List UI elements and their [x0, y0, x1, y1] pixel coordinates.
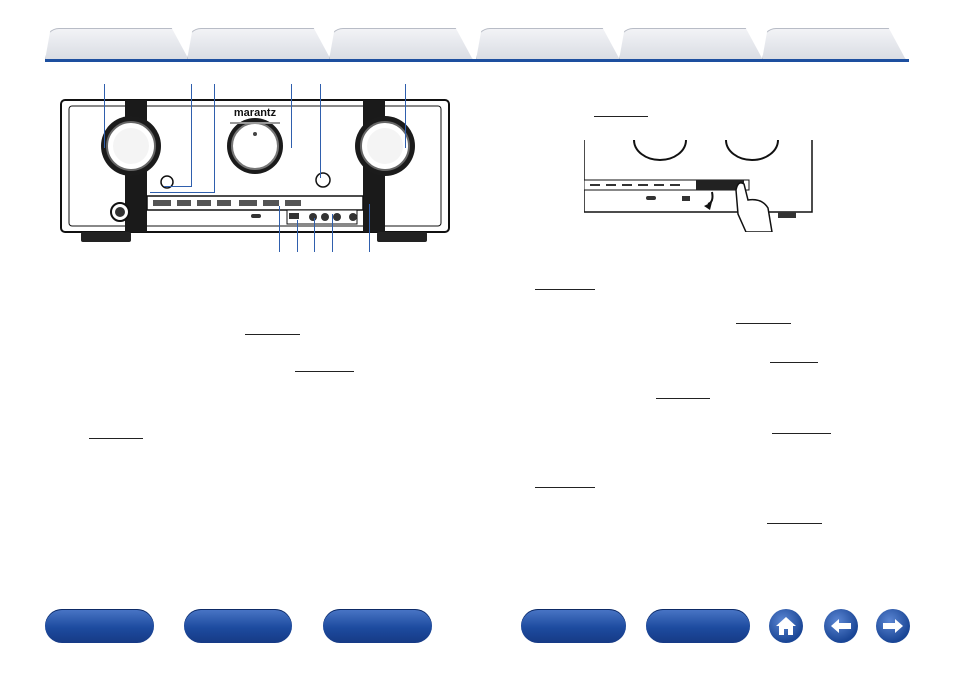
home-button[interactable] [769, 609, 803, 643]
link-underline[interactable] [245, 334, 300, 335]
front-panel-illustration: marantz [60, 99, 450, 242]
tab-underline [45, 59, 909, 62]
door-opening-illustration [584, 140, 813, 232]
callout-line [297, 220, 298, 252]
hand-pointer-icon [735, 182, 773, 232]
link-underline[interactable] [295, 371, 354, 372]
link-underline[interactable] [770, 362, 818, 363]
link-underline[interactable] [535, 487, 595, 488]
link-underline[interactable] [89, 438, 143, 439]
tab-3[interactable] [329, 28, 473, 60]
callout-line [320, 84, 321, 178]
callout-line [291, 84, 292, 148]
nav-button-2[interactable] [184, 609, 292, 643]
brand-logo: marantz [234, 107, 277, 119]
nav-button-3[interactable] [323, 609, 432, 643]
callout-line [369, 204, 370, 252]
forward-button[interactable] [876, 609, 910, 643]
center-dial [227, 118, 283, 174]
tab-2[interactable] [187, 28, 331, 60]
link-underline[interactable] [656, 398, 710, 399]
callout-line [191, 84, 192, 186]
nav-button-5[interactable] [646, 609, 750, 643]
callout-line [405, 84, 406, 148]
tab-1[interactable] [45, 28, 189, 60]
home-icon [776, 617, 796, 635]
tab-4[interactable] [476, 28, 620, 60]
arrow-left-icon [831, 619, 851, 633]
nav-button-1[interactable] [45, 609, 154, 643]
link-underline[interactable] [594, 116, 648, 117]
callout-line [214, 84, 215, 192]
callout-line [150, 192, 215, 193]
tab-5[interactable] [619, 28, 763, 60]
link-underline[interactable] [772, 433, 831, 434]
volume-knob [355, 116, 415, 176]
tab-6[interactable] [762, 28, 906, 60]
callout-line [164, 186, 192, 187]
callout-line [104, 84, 105, 148]
link-underline[interactable] [767, 523, 822, 524]
back-button[interactable] [824, 609, 858, 643]
callout-line [332, 214, 333, 252]
input-selector-knob [101, 116, 161, 176]
arrow-right-icon [883, 619, 903, 633]
callout-line [279, 206, 280, 252]
tab-bar [0, 0, 954, 64]
link-underline[interactable] [736, 323, 791, 324]
link-underline[interactable] [535, 289, 595, 290]
nav-button-4[interactable] [521, 609, 626, 643]
callout-line [314, 218, 315, 252]
